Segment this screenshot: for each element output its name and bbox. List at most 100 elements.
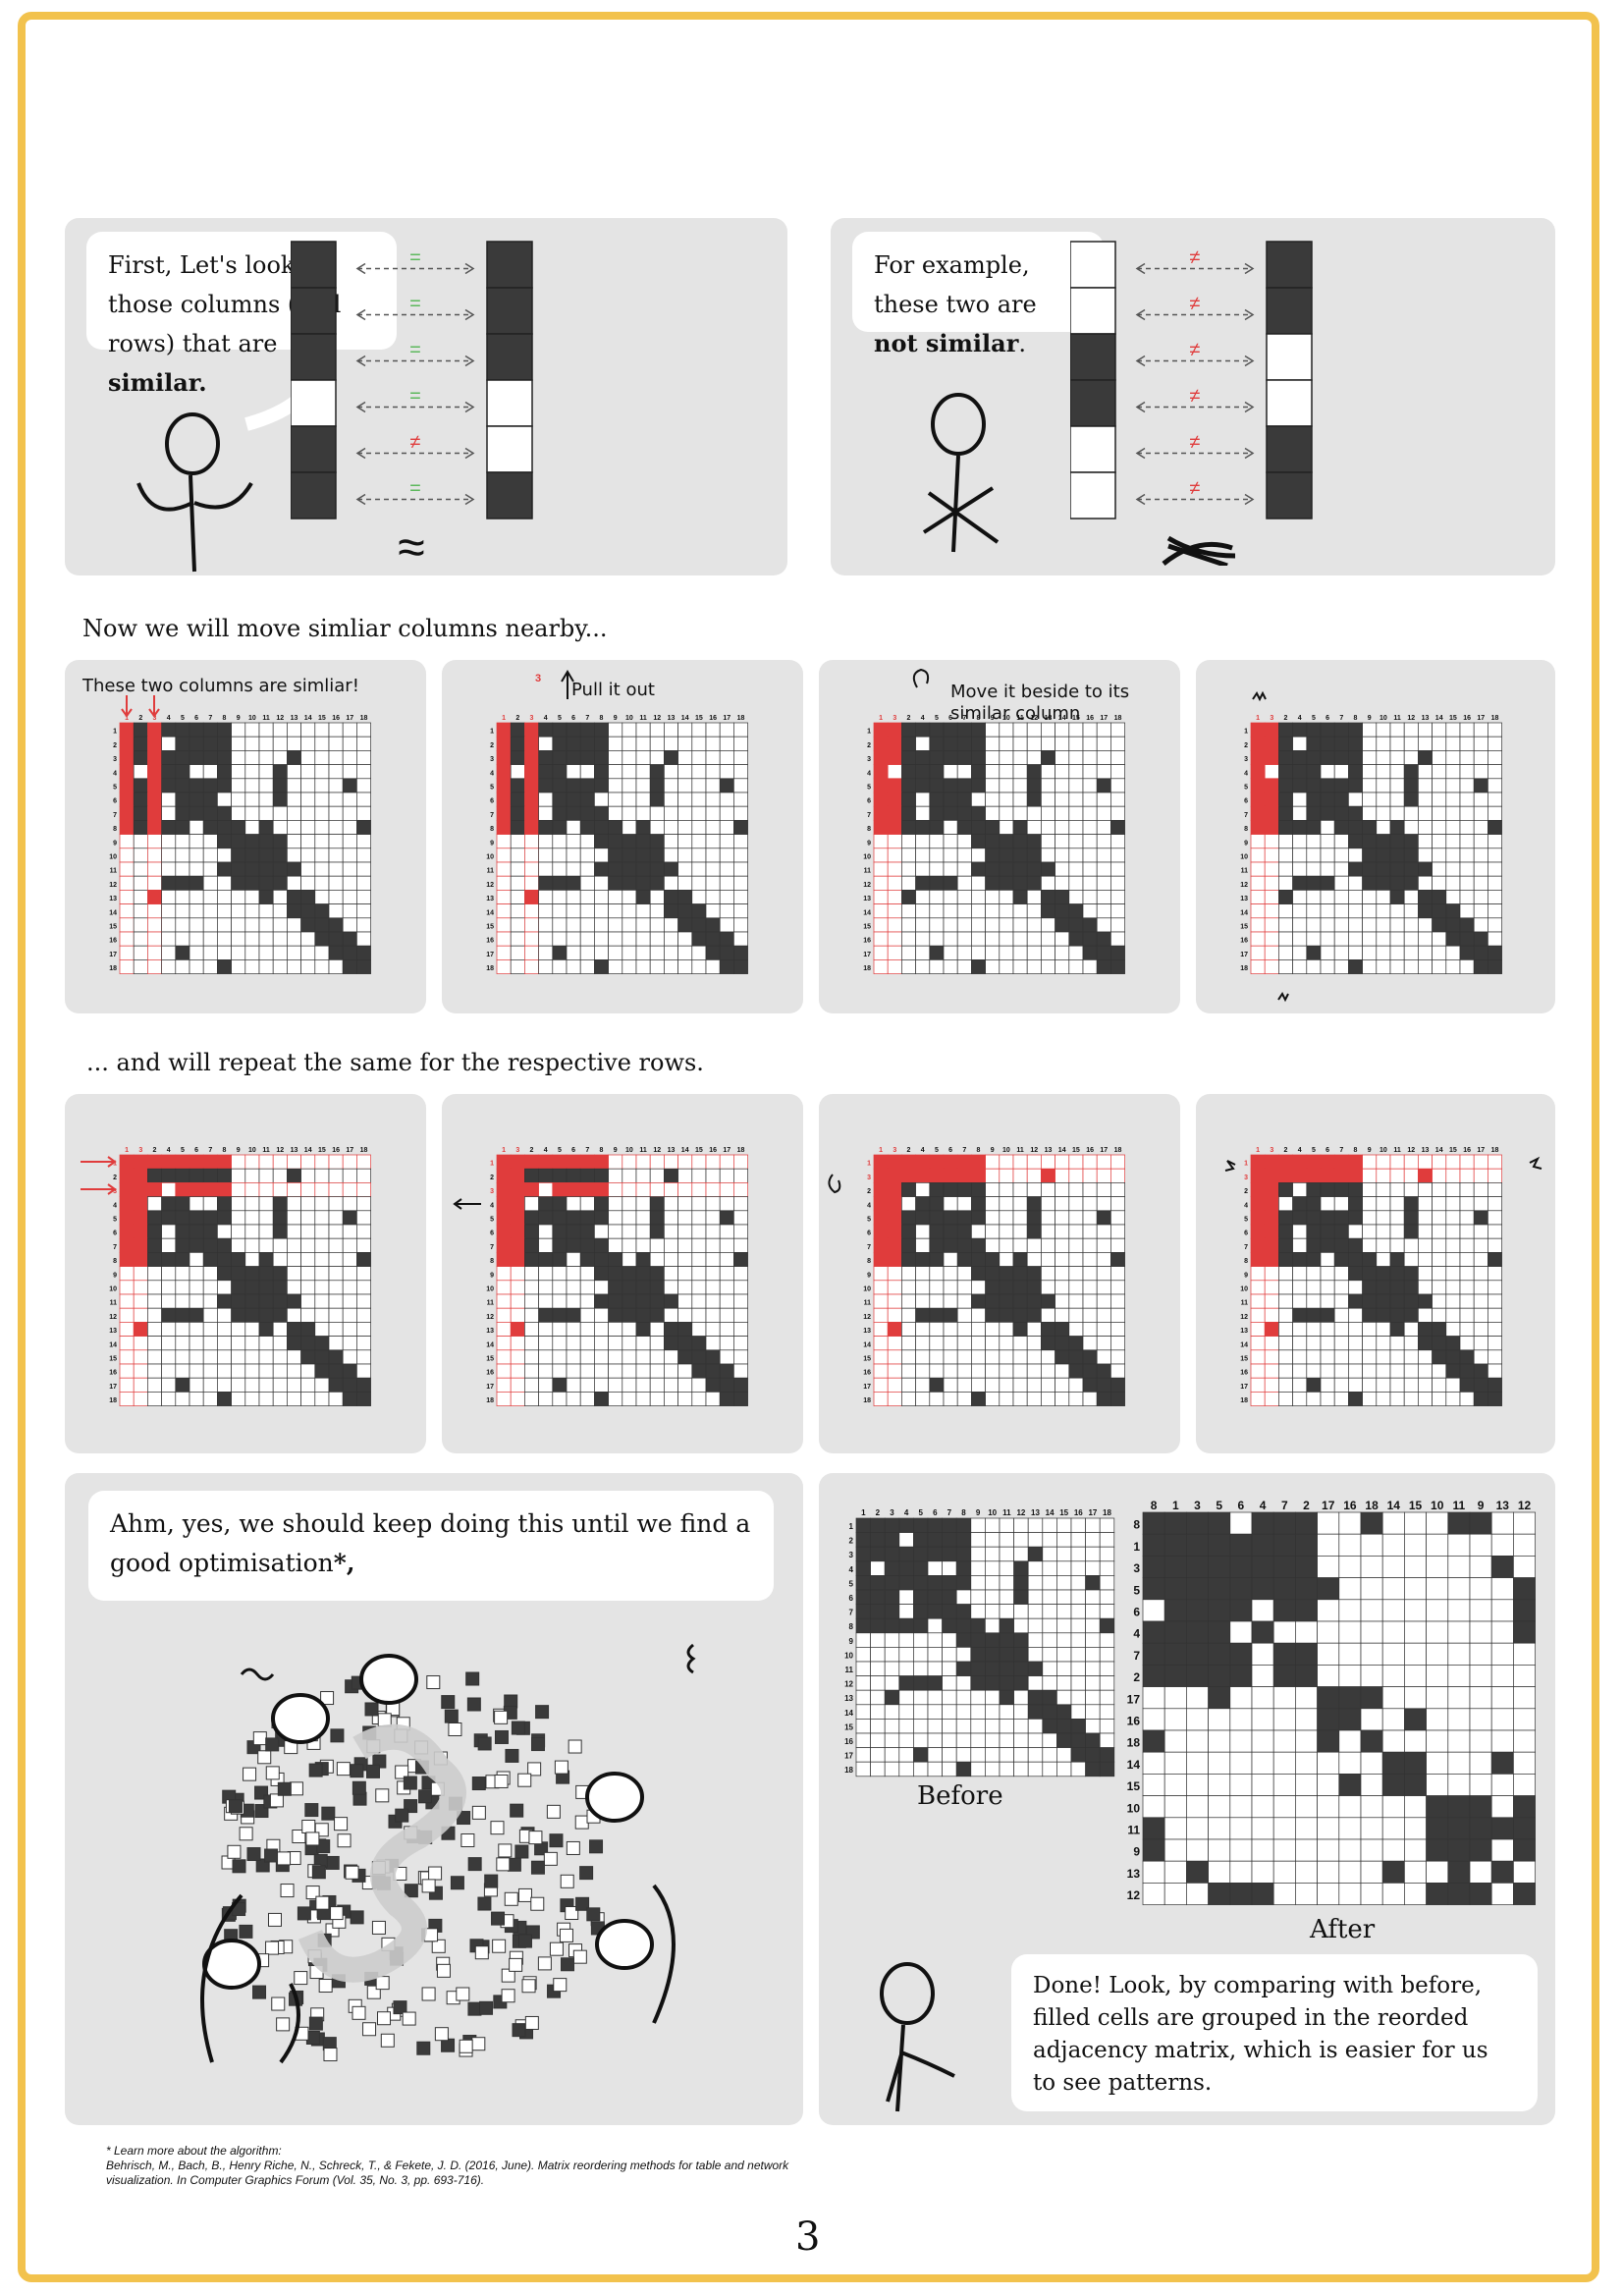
matrix-cell [1360, 1883, 1383, 1905]
matrix-cell [161, 1392, 177, 1406]
matrix-cell [1389, 1349, 1405, 1365]
matrix-cell [1055, 1280, 1070, 1295]
matrix-cell [161, 1210, 177, 1226]
col-label: 9 [614, 1147, 618, 1154]
matrix-cell [1473, 722, 1488, 738]
col-label: 12 [1518, 1499, 1532, 1512]
matrix-cell [1403, 1307, 1419, 1323]
stick-figure-done [880, 1962, 955, 2112]
chaos-cell [393, 2000, 407, 2015]
row-label: 18 [1240, 965, 1248, 972]
matrix-cell [300, 820, 316, 835]
matrix-cell [552, 764, 568, 780]
matrix-cell [985, 1661, 1001, 1676]
col-label: 12 [1030, 1147, 1038, 1154]
matrix-cell [1250, 750, 1266, 765]
matrix-cell [1186, 1533, 1209, 1557]
matrix-cell [119, 1224, 135, 1239]
matrix-cell [1264, 792, 1279, 807]
matrix-cell [1042, 1532, 1057, 1548]
matrix-cell [552, 1293, 568, 1309]
matrix-cell [217, 1307, 232, 1323]
matrix-cell [579, 1252, 595, 1267]
bubble-bold-2: not similar [874, 329, 1019, 357]
matrix-cell [1163, 1620, 1187, 1644]
row-label: 4 [113, 770, 117, 777]
matrix-cell [594, 1266, 609, 1282]
matrix-cell [566, 722, 581, 738]
matrix-cell [915, 903, 931, 919]
matrix-cell [202, 1182, 218, 1197]
matrix-cell [1513, 1533, 1536, 1557]
row-label: 17 [1240, 952, 1248, 958]
matrix-cell [538, 750, 554, 765]
matrix-cell [1068, 792, 1084, 807]
matrix-cell [999, 847, 1014, 863]
matrix-cell [1068, 1210, 1084, 1226]
matrix-cell [300, 778, 316, 793]
matrix-cell [217, 736, 232, 751]
matrix-cell [342, 1224, 357, 1239]
matrix-cell [691, 736, 707, 751]
chaos-cell [265, 1941, 280, 1955]
matrix-cell [691, 1280, 707, 1295]
matrix-cell [566, 1336, 581, 1351]
matrix-cell [1447, 1795, 1471, 1819]
matrix-cell [1026, 847, 1042, 863]
matrix-cell [913, 1589, 929, 1605]
matrix-cell [300, 805, 316, 821]
chaos-cell [305, 1831, 320, 1846]
matrix-cell [1251, 1883, 1274, 1905]
matrix-cell [175, 834, 190, 849]
matrix-cell [999, 959, 1014, 974]
matrix-cell [1085, 1575, 1101, 1591]
matrix-cell [1513, 1729, 1536, 1753]
matrix-cell [272, 834, 288, 849]
matrix-cell [1012, 917, 1028, 933]
matrix-cell [342, 1336, 357, 1351]
matrix-cell [1027, 1589, 1044, 1605]
matrix-cell [175, 1392, 190, 1406]
matrix-cell [594, 861, 609, 877]
matrix-cell [649, 764, 665, 780]
matrix-cell [1418, 1237, 1433, 1253]
matrix-cell [929, 736, 945, 751]
matrix-cell [1362, 764, 1378, 780]
matrix-cell [231, 1280, 246, 1295]
matrix-cell [1488, 1392, 1502, 1406]
matrix-cell [287, 917, 301, 933]
matrix-cell [1082, 1168, 1098, 1183]
matrix-cell [202, 1377, 218, 1393]
chaos-cell [426, 1675, 441, 1690]
matrix-cell [691, 805, 707, 821]
matrix-cell [1447, 1599, 1471, 1622]
matrix-cell [287, 736, 301, 751]
matrix-cell [942, 1747, 957, 1763]
matrix-cell [342, 778, 357, 793]
matrix-cell [887, 1336, 902, 1351]
matrix-cell [1251, 1665, 1274, 1687]
matrix-step-2: 1122334455667788991010111112121313141415… [486, 670, 748, 974]
matrix-cell [622, 1307, 637, 1323]
matrix-cell [175, 1377, 190, 1393]
matrix-cell [956, 1377, 972, 1393]
matrix-cell [873, 1336, 889, 1351]
row-label: 3 [1244, 756, 1248, 763]
matrix-cell [1348, 1266, 1363, 1282]
row-label: 13 [109, 896, 117, 902]
matrix-cell [133, 1349, 148, 1365]
matrix-cell [955, 1532, 972, 1548]
matrix-cell [719, 1237, 734, 1253]
matrix-cell [705, 722, 721, 738]
chaos-cell [549, 1833, 564, 1848]
matrix-cell [1338, 1665, 1362, 1687]
matrix-cell [1490, 1708, 1514, 1731]
row-label: 7 [113, 812, 117, 819]
col-label: 15 [695, 1147, 703, 1154]
matrix-cell [635, 805, 651, 821]
matrix-cell [1445, 890, 1461, 904]
matrix-cell [147, 847, 162, 863]
matrix-cell [733, 1280, 748, 1295]
matrix-cell [887, 1196, 902, 1212]
matrix-cell [1338, 1642, 1362, 1666]
